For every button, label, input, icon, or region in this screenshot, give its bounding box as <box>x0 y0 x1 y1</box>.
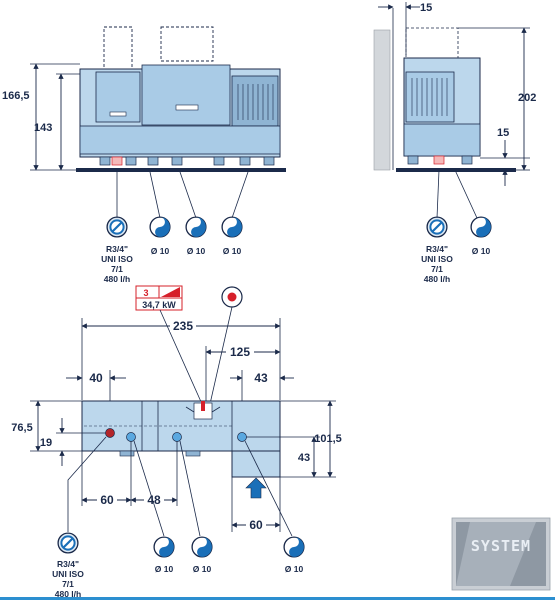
front-handle-left <box>109 111 127 117</box>
dim-side-base-height: 15 <box>497 127 509 139</box>
electrical-power: 34,7 kW <box>142 300 176 310</box>
logo-text: SYSTEM <box>471 537 531 555</box>
dim-plan-60-left: 60 <box>100 493 114 507</box>
footer-line <box>0 597 555 600</box>
side-drain-label-3: 7/1 <box>431 264 443 274</box>
side-wall <box>373 29 391 171</box>
front-dryer-grille <box>237 84 274 120</box>
front-floor-line <box>76 168 286 172</box>
side-hood-outline <box>405 27 459 59</box>
plan-water-label-2: Ø 10 <box>193 564 212 574</box>
plan-water-point-3 <box>237 432 247 442</box>
side-feet <box>407 155 473 165</box>
loading-direction-arrow <box>245 477 267 499</box>
plan-foot-2 <box>185 450 201 457</box>
dim-plan-43-side: 43 <box>298 452 310 464</box>
dim-front-body-height: 143 <box>34 122 52 134</box>
front-hood-left-outline <box>103 26 133 70</box>
plan-drain-icon <box>57 532 79 554</box>
electrical-phase: 3 <box>143 288 148 298</box>
plan-water-icon-3 <box>283 536 305 558</box>
front-drain-icon <box>106 216 128 238</box>
plan-water-point-1 <box>126 432 136 442</box>
front-dryer-unit <box>231 75 279 127</box>
side-door <box>405 71 455 123</box>
plan-foot-1 <box>119 450 135 457</box>
plan-drain-label-4: 480 l/h <box>55 589 81 599</box>
plan-drain-point <box>105 428 115 438</box>
side-leader-lines <box>436 169 478 219</box>
front-drain-label-3: 7/1 <box>111 264 123 274</box>
front-water-label-1: Ø 10 <box>151 246 170 256</box>
logo-facet <box>456 522 536 586</box>
plan-electrical-entry <box>201 401 205 411</box>
front-module-2 <box>141 64 231 126</box>
dim-plan-19: 19 <box>40 437 52 449</box>
plan-water-label-3: Ø 10 <box>285 564 304 574</box>
plan-drain-label-3: 7/1 <box>62 579 74 589</box>
dim-side-wall-gap: 15 <box>420 2 432 14</box>
side-drain-label-2: UNI ISO <box>421 254 453 264</box>
side-grille <box>411 78 448 116</box>
front-water-label-3: Ø 10 <box>223 246 242 256</box>
front-water-icon-1 <box>149 216 171 238</box>
side-drain-icon <box>426 216 448 238</box>
dim-plan-total-length: 235 <box>173 319 193 333</box>
front-water-icon-3 <box>221 216 243 238</box>
dim-side-total-height: 202 <box>518 92 536 104</box>
side-view: 15 202 15 R3/4" U <box>373 2 536 284</box>
dim-front-total-height: 166,5 <box>2 90 30 102</box>
side-drain-label-1: R3/4" <box>426 244 448 254</box>
plan-water-icon-1 <box>153 536 175 558</box>
front-leader-lines <box>116 168 249 219</box>
dim-plan-43-top: 43 <box>254 371 268 385</box>
electrical-badge: 3 34,7 kW <box>135 285 183 311</box>
electrical-connection-icon <box>221 286 243 308</box>
electrical-leader-right <box>209 306 233 405</box>
front-view: 166,5 143 R3/4" UNI ISO 7/1 480 l/h Ø 10… <box>2 26 286 284</box>
front-base-panel <box>79 125 281 155</box>
front-hood-right-outline <box>160 26 214 62</box>
plan-view: 3 34,7 kW 235 125 40 43 <box>11 285 342 599</box>
plan-water-point-2 <box>172 432 182 442</box>
side-water-label: Ø 10 <box>472 246 491 256</box>
plan-leader-lines <box>67 436 293 537</box>
system-logo: SYSTEM <box>451 517 551 591</box>
side-water-icon <box>470 216 492 238</box>
plan-water-label-1: Ø 10 <box>155 564 174 574</box>
side-floor-line <box>396 168 516 172</box>
front-water-icon-2 <box>185 216 207 238</box>
plan-drain-label-1: R3/4" <box>57 559 79 569</box>
front-drain-label-4: 480 l/h <box>104 274 130 284</box>
plan-water-icon-2 <box>191 536 213 558</box>
side-drain-outlet <box>433 155 445 165</box>
dim-plan-60-right: 60 <box>249 518 263 532</box>
dim-plan-40: 40 <box>89 371 103 385</box>
dim-plan-101-5: 101,5 <box>314 433 342 445</box>
front-water-label-2: Ø 10 <box>187 246 206 256</box>
front-handle <box>175 104 199 111</box>
dim-plan-48: 48 <box>147 493 161 507</box>
front-feet <box>99 156 275 166</box>
side-base-panel <box>403 123 481 157</box>
dim-plan-76-5: 76,5 <box>11 422 32 434</box>
plan-drain-label-2: UNI ISO <box>52 569 84 579</box>
front-drain-label-1: R3/4" <box>106 244 128 254</box>
front-drain-outlet <box>111 156 123 166</box>
dim-plan-125: 125 <box>230 345 250 359</box>
side-drain-label-4: 480 l/h <box>424 274 450 284</box>
electrical-phase-icon <box>161 287 180 297</box>
front-drain-label-2: UNI ISO <box>101 254 133 264</box>
